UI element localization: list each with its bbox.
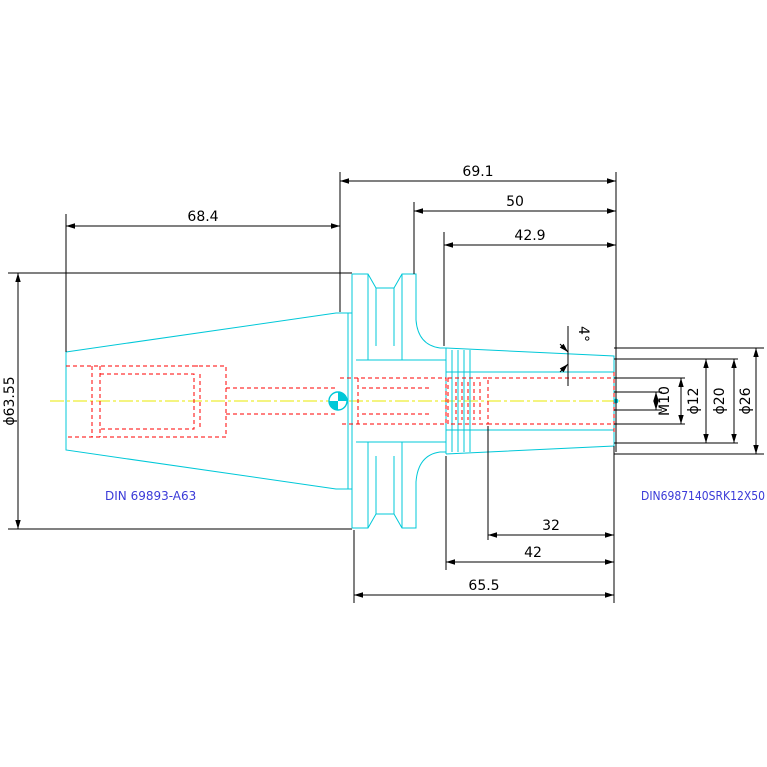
dim-collet-length: 42	[524, 545, 542, 561]
dim-gauge-to-end: 50	[506, 194, 524, 210]
dim-flange-diameter: ϕ63.55	[2, 376, 18, 425]
hidden-features	[66, 365, 615, 438]
dim-shank-to-end: 42.9	[514, 228, 545, 244]
dim-overall-length: 69.1	[462, 164, 493, 180]
dim-taper-length: 68.4	[187, 209, 218, 225]
dim-bore-depth: 32	[542, 518, 560, 534]
right-standard-label: DIN6987140SRK12X50	[641, 489, 765, 503]
datum-symbol	[328, 391, 619, 411]
dim-thread: M10	[657, 386, 673, 416]
dim-d20: ϕ20	[712, 387, 728, 414]
dim-body-length: 65.5	[468, 578, 499, 594]
left-standard-label: DIN 69893-A63	[105, 489, 196, 503]
dim-d26: ϕ26	[738, 387, 754, 414]
dimension-lines	[8, 172, 764, 603]
dim-bore-diameter: ϕ12	[686, 387, 702, 414]
dim-angle: 4°	[575, 326, 591, 342]
part-outline	[65, 273, 615, 529]
